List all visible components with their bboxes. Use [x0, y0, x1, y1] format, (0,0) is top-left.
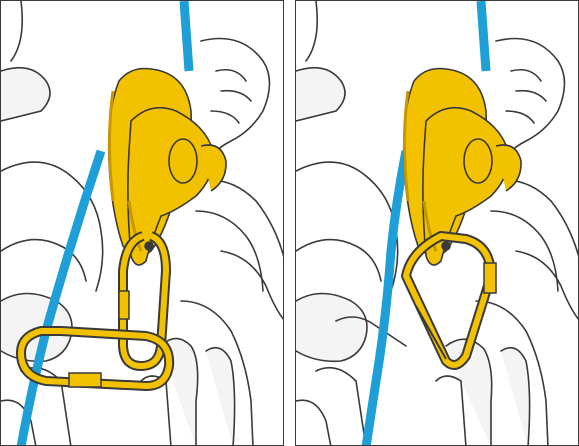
right-panel-drawing — [296, 1, 579, 446]
left-panel-drawing — [1, 1, 284, 446]
illustration-panel-right — [295, 0, 579, 446]
descender-device — [109, 69, 226, 266]
illustration-panel-left — [0, 0, 284, 446]
